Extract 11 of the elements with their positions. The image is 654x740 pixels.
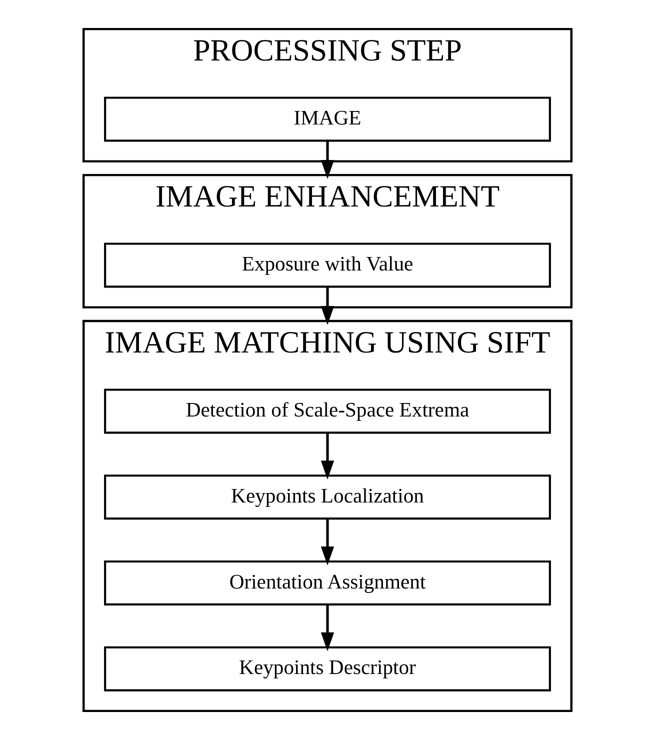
arrow — [320, 518, 334, 566]
node-box: IMAGE — [104, 96, 550, 142]
arrow — [320, 604, 334, 652]
arrow — [320, 432, 334, 480]
node-box: Exposure with Value — [104, 242, 550, 288]
node-box: Keypoints Localization — [104, 474, 550, 520]
node-box: Detection of Scale-Space Extrema — [104, 388, 550, 434]
node-box: Keypoints Descriptor — [104, 646, 550, 692]
arrow — [320, 286, 334, 325]
arrow — [320, 140, 334, 179]
node-box: Orientation Assignment — [104, 560, 550, 606]
